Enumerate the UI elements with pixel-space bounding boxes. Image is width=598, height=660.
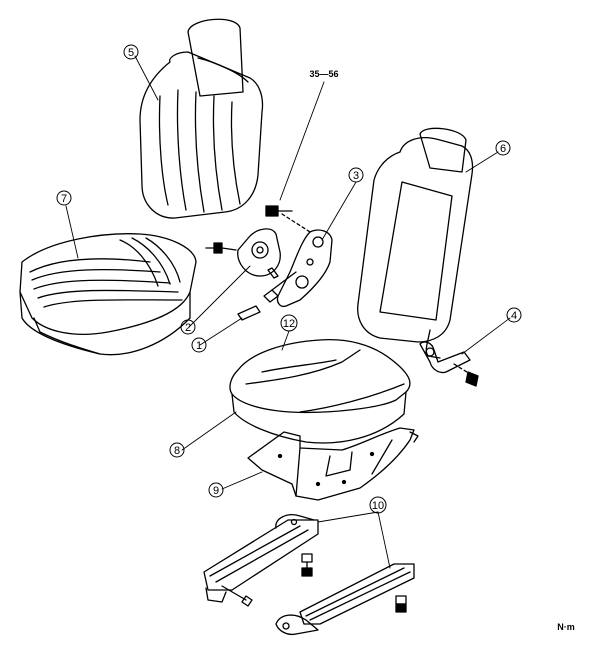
svg-text:7: 7: [61, 193, 67, 205]
callout-12: 12: [280, 314, 298, 332]
unit-label: N·m: [557, 622, 575, 632]
leader-lines: [65, 55, 511, 569]
seat-rail-left-part: [203, 514, 319, 607]
svg-text:5: 5: [128, 47, 134, 59]
seatback-right-part: [357, 127, 474, 359]
seat-rail-right-part: [275, 563, 415, 636]
callout-4: 4: [506, 307, 522, 323]
svg-text:2: 2: [185, 322, 191, 334]
callout-5: 5: [123, 44, 139, 60]
svg-text:8: 8: [174, 445, 180, 457]
recliner-cover-part: [205, 228, 281, 277]
callout-9: 9: [208, 482, 224, 498]
callout-1: 1: [191, 337, 207, 353]
callout-3: 3: [348, 167, 364, 183]
svg-text:10: 10: [372, 500, 384, 512]
recliner-hinge-part: [263, 229, 333, 308]
callout-7: 7: [56, 190, 72, 206]
svg-text:4: 4: [511, 310, 517, 322]
seatback-left-part: [139, 18, 264, 219]
seat-cushion-lower-part: [229, 338, 411, 444]
torque-spec-label: 35—56: [309, 69, 338, 79]
svg-text:9: 9: [213, 485, 219, 497]
callout-8: 8: [169, 442, 185, 458]
pin-part: [237, 305, 261, 321]
svg-text:6: 6: [500, 143, 506, 155]
svg-text:1: 1: [196, 340, 202, 352]
seat-bolt-part: [265, 205, 311, 233]
seat-cushion-left-part: [19, 233, 197, 356]
callout-2: 2: [180, 319, 196, 335]
callout-6: 6: [495, 140, 511, 156]
svg-text:3: 3: [353, 170, 359, 182]
svg-text:12: 12: [283, 318, 295, 330]
callout-10: 10: [369, 496, 387, 514]
hinge-bracket-right-part: [419, 341, 479, 387]
seat-pan-part: [247, 427, 419, 501]
